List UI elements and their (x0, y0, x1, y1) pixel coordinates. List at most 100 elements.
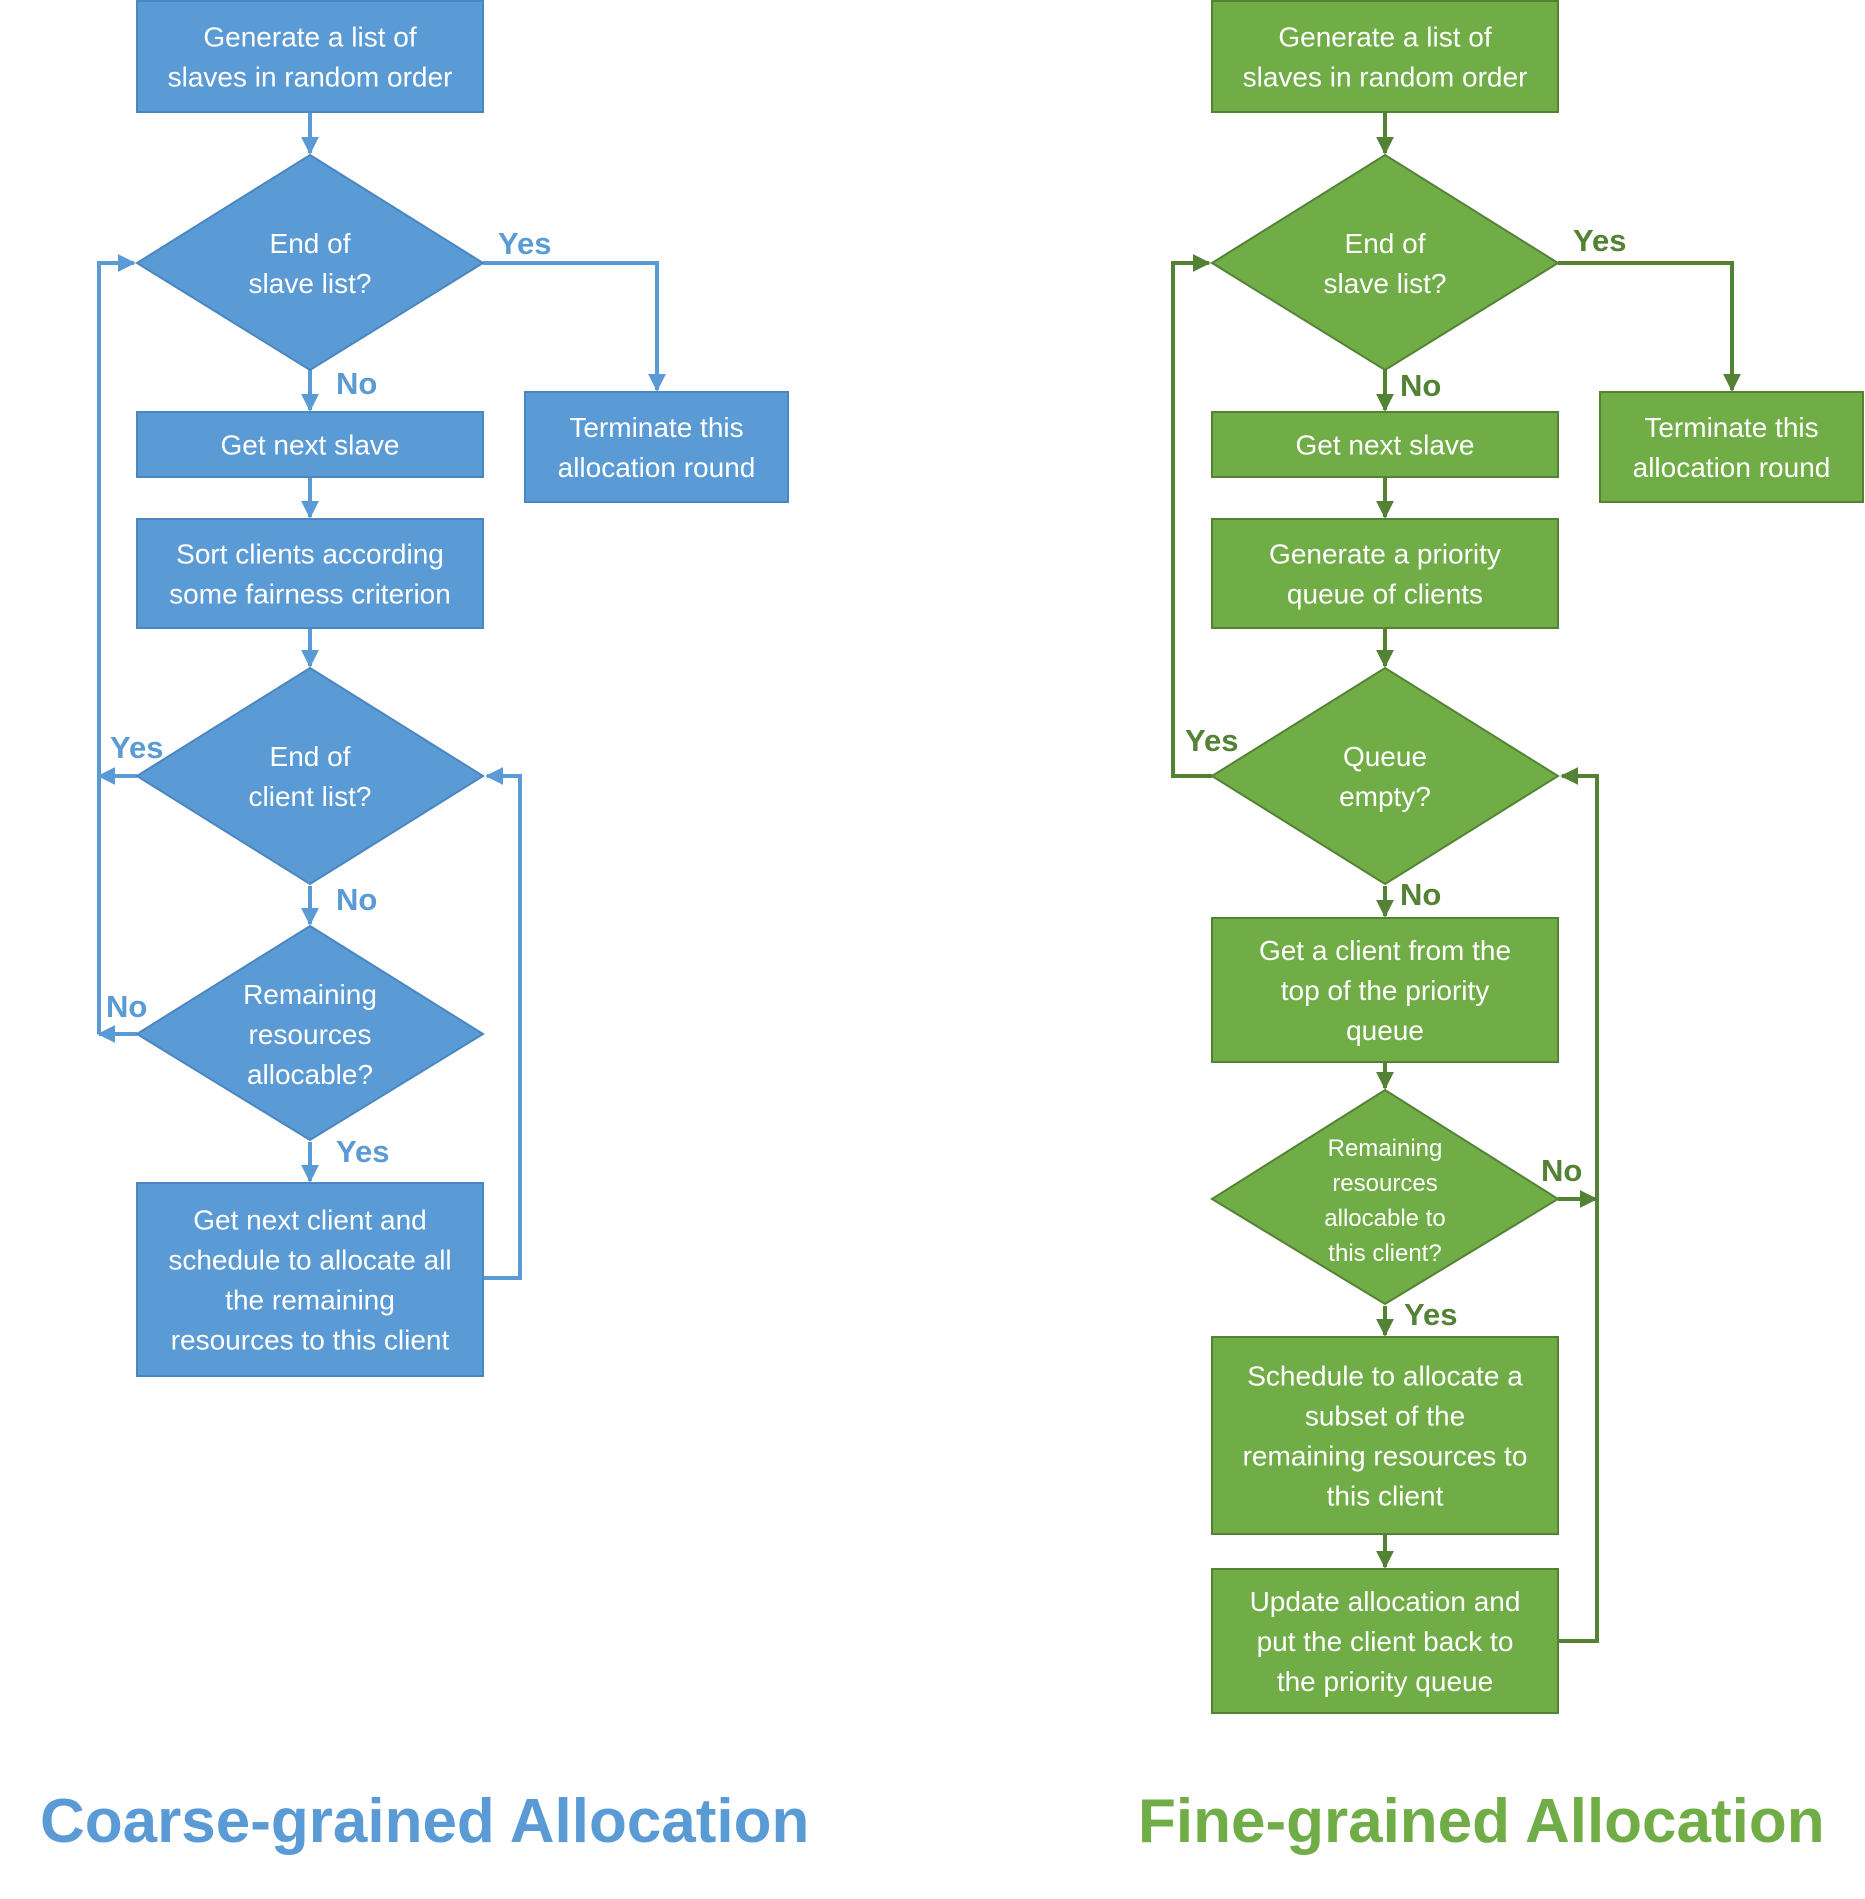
fine-get-client-top-box (1211, 917, 1559, 1063)
node-text-line: queue of clients (1287, 578, 1483, 609)
fine-arrow-queue-yes-loop (1171, 254, 1212, 778)
coarse-connectors (97, 112, 666, 1280)
node-text-line: Generate a priority (1269, 538, 1501, 569)
fine-generate-list-box (1211, 0, 1559, 113)
node-text-line: Get next slave (1296, 429, 1475, 460)
node-text-line: the priority queue (1277, 1666, 1493, 1697)
coarse-remaining-no-label: No (106, 989, 147, 1024)
coarse-title: Coarse-grained Allocation (40, 1787, 809, 1856)
fine-queue-yes-label: Yes (1185, 723, 1238, 758)
node-text-line: resources to this client (171, 1324, 450, 1355)
node-text-line: queue (1346, 1015, 1424, 1046)
node-text-line: some fairness criterion (169, 578, 451, 609)
node-text-line: allocable? (247, 1059, 373, 1090)
node-text-line: End of (270, 741, 351, 772)
coarse-end-client-list-diamond (135, 666, 485, 886)
node-text-line: Generate a list of (1278, 21, 1491, 52)
fine-arrow-update-loop-to-queue (1558, 767, 1599, 1643)
node-text-line: this client (1327, 1480, 1444, 1511)
node-text-line: Queue (1343, 741, 1427, 772)
fine-remaining-yes-label: Yes (1404, 1297, 1457, 1332)
node-text-line: slaves in random order (1243, 61, 1528, 92)
fine-get-next-slave-box (1211, 411, 1559, 478)
fine-get-client-top-text: Get a client from the top of the priority… (1259, 935, 1511, 1046)
coarse-slave-yes-label: Yes (498, 226, 551, 261)
node-text-line: the remaining (225, 1284, 395, 1315)
fine-get-next-slave-text: Get next slave (1296, 429, 1475, 460)
node-text-line: Schedule to allocate a (1247, 1360, 1523, 1391)
coarse-generate-list-box (136, 0, 484, 113)
node-text-line: slave list? (249, 268, 372, 299)
node-text-line: Get a client from the (1259, 935, 1511, 966)
node-text-line: allocation round (558, 452, 756, 483)
node-text-line: allocation round (1633, 452, 1831, 483)
fine-schedule-subset-text: Schedule to allocate a subset of the remai… (1243, 1360, 1528, 1511)
fine-title: Fine-grained Allocation (1138, 1787, 1825, 1856)
coarse-sort-clients-text: Sort clients according some fairness crit… (169, 538, 451, 609)
fine-generate-queue-box (1211, 518, 1559, 629)
node-text-line: Generate a list of (203, 21, 416, 52)
coarse-end-client-list-text: End of client list? (249, 741, 372, 812)
coarse-get-next-client-box (136, 1182, 484, 1377)
node-text-line: top of the priority (1281, 975, 1490, 1006)
node-text-line: schedule to allocate all (168, 1244, 451, 1275)
node-text-line: allocable to (1324, 1205, 1445, 1232)
coarse-sort-clients-box (136, 518, 484, 629)
node-text-line: empty? (1339, 781, 1431, 812)
node-text-line: Terminate this (569, 412, 743, 443)
fine-terminate-text: Terminate this allocation round (1633, 412, 1831, 483)
coarse-arrow-loop-back-to-client (483, 767, 522, 1280)
coarse-client-yes-label: Yes (110, 730, 163, 765)
fine-slave-no-label: No (1400, 368, 1441, 403)
node-text-line: Remaining (1328, 1135, 1443, 1162)
fine-generate-queue-text: Generate a priority queue of clients (1269, 538, 1501, 609)
coarse-end-slave-list-text: End of slave list? (249, 228, 372, 299)
fine-remaining-allocable-diamond (1210, 1088, 1560, 1306)
node-text-line: Terminate this (1644, 412, 1818, 443)
node-text-line: Update allocation and (1250, 1586, 1521, 1617)
node-text-line: subset of the (1305, 1400, 1465, 1431)
node-text-line: End of (270, 228, 351, 259)
coarse-slave-no-label: No (336, 366, 377, 401)
fine-end-slave-list-diamond (1210, 153, 1560, 372)
fine-terminate-box (1599, 391, 1864, 503)
node-text-line: slave list? (1324, 268, 1447, 299)
coarse-terminate-box (524, 391, 789, 503)
coarse-end-slave-list-diamond (135, 153, 485, 372)
coarse-client-no-label: No (336, 882, 377, 917)
coarse-get-next-slave-text: Get next slave (221, 429, 400, 460)
node-text-line: Get next slave (221, 429, 400, 460)
coarse-generate-list-text: Generate a list of slaves in random order (168, 21, 453, 92)
fine-update-allocation-box (1211, 1568, 1559, 1714)
fine-end-slave-list-text: End of slave list? (1324, 228, 1447, 299)
node-text-line: slaves in random order (168, 61, 453, 92)
fine-queue-empty-text: Queue empty? (1339, 741, 1431, 812)
fine-grained-flowchart: Generate a list of slaves in random order… (1138, 0, 1864, 1856)
fine-remaining-no-label: No (1541, 1153, 1582, 1188)
node-text-line: resources (249, 1019, 372, 1050)
fine-update-allocation-text: Update allocation and put the client back… (1250, 1586, 1521, 1697)
coarse-remaining-allocable-diamond (135, 924, 485, 1142)
coarse-grained-flowchart: Generate a list of slaves in random order… (40, 0, 809, 1856)
coarse-terminate-text: Terminate this allocation round (558, 412, 756, 483)
fine-queue-empty-diamond (1210, 666, 1560, 886)
node-text-line: Sort clients according (176, 538, 444, 569)
fine-connectors (1171, 112, 1741, 1643)
fine-slave-yes-label: Yes (1573, 223, 1626, 258)
node-text-line: client list? (249, 781, 372, 812)
node-text-line: resources (1332, 1170, 1437, 1197)
fine-remaining-allocable-text: Remaining resources allocable to this clien… (1324, 1135, 1445, 1267)
node-text-line: End of (1345, 228, 1426, 259)
fine-arrow-slave-yes (1558, 261, 1741, 392)
fine-generate-list-text: Generate a list of slaves in random order (1243, 21, 1528, 92)
node-text-line: put the client back to (1257, 1626, 1514, 1657)
node-text-line: remaining resources to (1243, 1440, 1528, 1471)
coarse-arrow-slave-yes (483, 261, 666, 392)
coarse-get-next-slave-box (136, 411, 484, 478)
node-text-line: this client? (1328, 1240, 1441, 1267)
fine-queue-no-label: No (1400, 877, 1441, 912)
coarse-remaining-yes-label: Yes (336, 1134, 389, 1169)
